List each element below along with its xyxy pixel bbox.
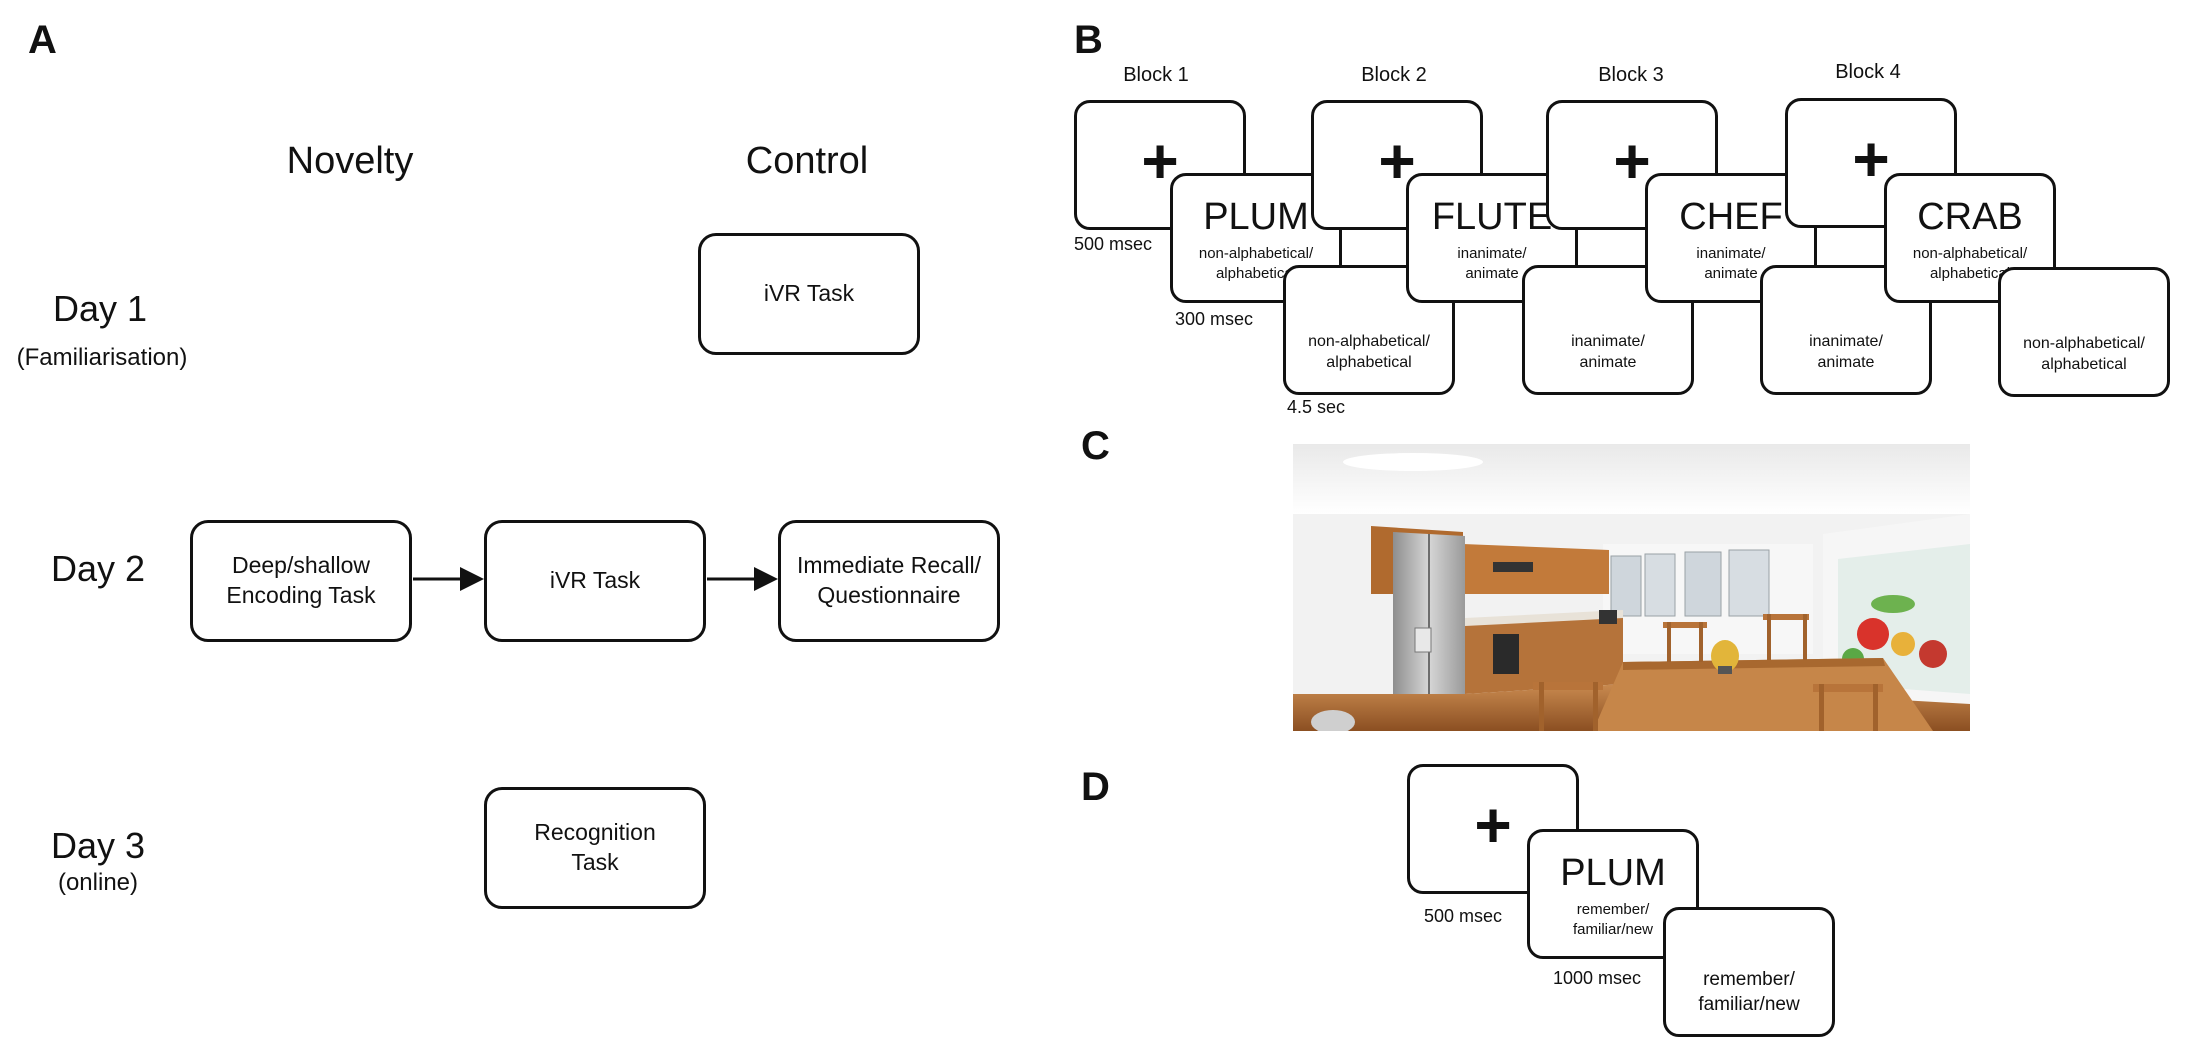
test-word-duration-label: 1000 msec — [1553, 968, 1642, 988]
immediate-recall-text: Immediate Recall/ Questionnaire — [796, 552, 982, 608]
block-2-label: Block 2 — [1361, 64, 1427, 86]
test-word: PLUM — [1560, 852, 1666, 894]
block-4-label: Block 4 — [1835, 61, 1901, 83]
fixation-duration-label: 500 msec — [1074, 234, 1153, 254]
test-fixation-duration-label: 500 msec — [1424, 906, 1503, 926]
panel-label-a: A — [28, 18, 57, 62]
ivr-task-day1-box: iVR Task — [698, 233, 920, 355]
block-1-response-prompt: non-alphabetical/ alphabetical — [1308, 333, 1430, 371]
block-2-task-prompt: inanimate/ animate — [1457, 245, 1527, 282]
panel-label-c: C — [1081, 424, 1110, 468]
block-4-task-prompt: non-alphabetical/ alphabetical — [1912, 245, 2028, 282]
block-2-response-prompt: inanimate/ animate — [1571, 333, 1645, 371]
fixation-cross-icon: + — [1613, 125, 1651, 197]
test-task-prompt: remember/ familiar/new — [1572, 901, 1654, 938]
arrowhead-ivr-to-recall — [754, 567, 778, 591]
response-duration-label: 4.5 sec — [1287, 397, 1346, 417]
ivr-task-day2-text: iVR Task — [549, 567, 641, 594]
immediate-recall-box: Immediate Recall/ Questionnaire — [778, 520, 1000, 642]
block-2-word: FLUTE — [1431, 196, 1553, 238]
virtual-kitchen-image — [1293, 444, 1970, 731]
ivr-task-day1-text: iVR Task — [763, 280, 855, 307]
block-3-label: Block 3 — [1598, 64, 1664, 86]
day3-label: Day 3 — [50, 825, 146, 866]
test-word-screen: PLUM remember/ familiar/new — [1527, 829, 1699, 959]
block-4-response-prompt: non-alphabetical/ alphabetical — [2023, 335, 2145, 373]
test-response-screen: remember/ familiar/new — [1663, 907, 1835, 1037]
panel-a-arrows — [413, 567, 778, 591]
encoding-task-box: Deep/shallow Encoding Task — [190, 520, 412, 642]
day1-label: Day 1 — [52, 288, 148, 329]
block-3-word: CHEF — [1679, 196, 1783, 238]
block-1-fixation-screen: + — [1074, 100, 1246, 230]
block-3-task-prompt: inanimate/ animate — [1696, 245, 1766, 282]
day3-sublabel: (online) — [57, 869, 139, 896]
block-1-label: Block 1 — [1123, 64, 1189, 86]
control-column-header: Control — [745, 140, 869, 182]
block-1-task-prompt: non-alphabetical/ alphabetical — [1198, 245, 1314, 282]
panel-label-b: B — [1074, 18, 1103, 62]
fixation-cross-icon: + — [1852, 123, 1890, 195]
block-1-word: PLUM — [1203, 196, 1309, 238]
recognition-task-box: Recognition Task — [484, 787, 706, 909]
panel-label-d: D — [1081, 765, 1110, 809]
day2-label: Day 2 — [50, 548, 146, 589]
encoding-task-text: Deep/shallow Encoding Task — [226, 552, 376, 608]
novelty-column-header: Novelty — [286, 140, 414, 182]
arrowhead-encoding-to-ivr — [460, 567, 484, 591]
test-response-prompt: remember/ familiar/new — [1698, 969, 1800, 1015]
word-duration-label: 300 msec — [1175, 309, 1254, 329]
ivr-task-day2-box: iVR Task — [484, 520, 706, 642]
day1-sublabel: (Familiarisation) — [16, 344, 188, 371]
fixation-cross-icon: + — [1474, 789, 1512, 861]
block-4-response-screen: non-alphabetical/ alphabetical — [1998, 267, 2170, 397]
block-4-word: CRAB — [1917, 196, 2023, 238]
recognition-task-text: Recognition Task — [534, 819, 656, 875]
block-3-response-prompt: inanimate/ animate — [1809, 333, 1883, 371]
